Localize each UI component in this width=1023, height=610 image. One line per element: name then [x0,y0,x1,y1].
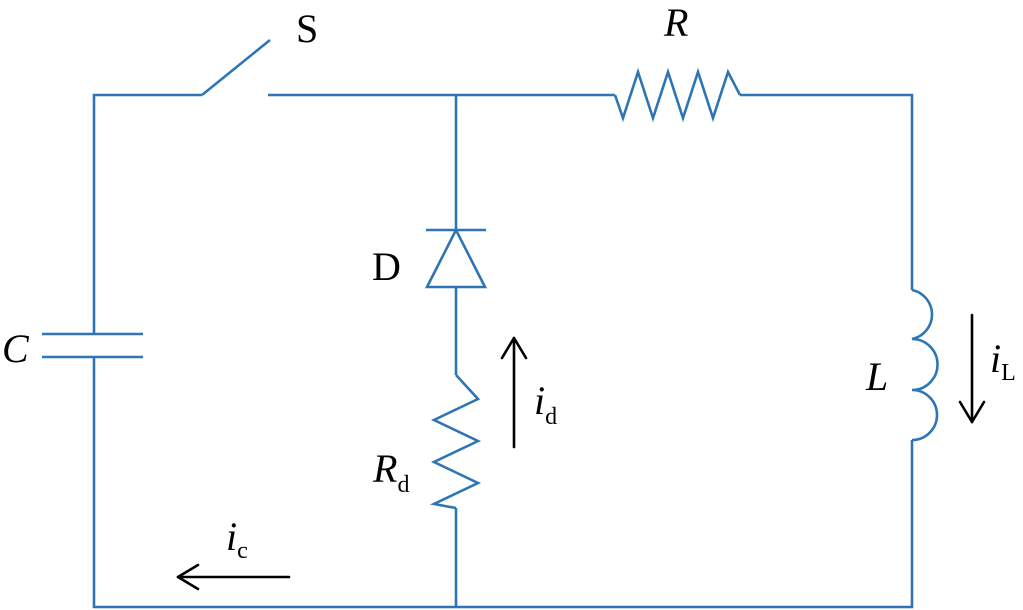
right-wire-top [740,93,914,290]
label-current-diode-main: i [534,378,545,423]
right-wire-bottom [456,440,914,609]
label-damping-resistor-sub: d [397,472,409,498]
label-diode: D [372,244,401,289]
resistor-r [613,67,742,123]
label-current-capacitor-main: i [226,514,237,559]
label-current-capacitor: ic [226,514,248,564]
resistor-rd [429,374,482,510]
label-damping-resistor: Rd [372,446,409,498]
diode-triangle [424,227,488,289]
label-inductor: L [865,354,888,399]
inductor-l [911,288,939,442]
label-current-capacitor-sub: c [237,538,248,564]
label-capacitor: C [2,326,30,371]
label-current-inductor-sub: L [1001,360,1016,386]
label-damping-resistor-main: R [372,446,397,491]
label-switch: S [296,6,318,51]
left-wire-bottom [92,357,456,609]
left-wire-top [92,93,202,334]
label-current-inductor: iL [990,336,1016,386]
label-resistor: R [663,0,688,45]
label-current-diode-sub: d [545,404,557,430]
arrow-current-inductor [958,313,986,424]
label-current-inductor-main: i [990,336,1001,381]
arrow-current-capacitor [176,563,291,591]
arrow-current-diode [500,336,528,449]
switch-blade [201,38,271,97]
label-current-diode: id [534,378,557,430]
